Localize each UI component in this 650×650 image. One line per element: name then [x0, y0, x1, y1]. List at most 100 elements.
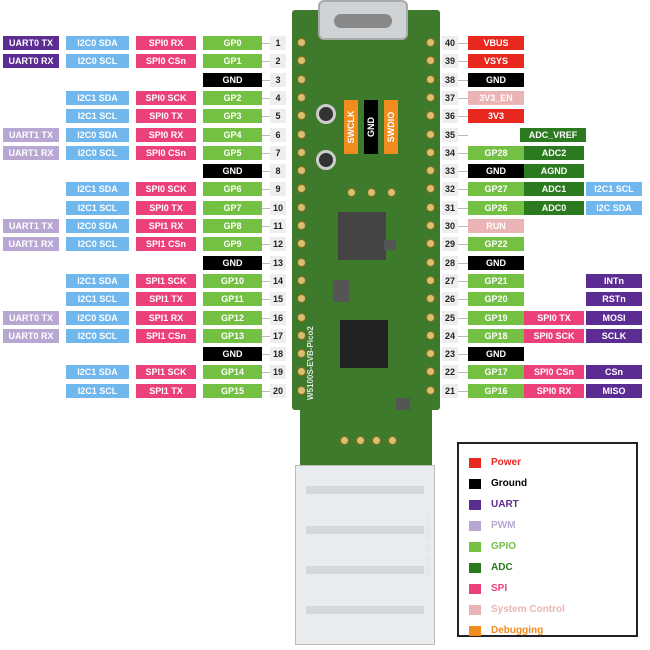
pin-label-gpio: GP22 [468, 237, 524, 252]
pin-connector [458, 116, 468, 118]
pin-pad [426, 56, 435, 66]
pin-number: 11 [270, 219, 286, 233]
pin-number: 2 [270, 54, 286, 69]
pin-pad [426, 38, 435, 47]
legend-label: ADC [491, 562, 513, 573]
pin-number: 28 [442, 255, 458, 270]
pin-label-ground: GND [203, 255, 262, 270]
pin-label-gpio: GP20 [468, 292, 524, 307]
pin-label-i2c: I2C1 SDA [66, 273, 129, 288]
pin-label-power: VBUS [468, 36, 524, 50]
header-pad [340, 436, 349, 445]
pin-label-system: RUN [468, 219, 524, 233]
header-pad [388, 436, 397, 445]
debug-pad [347, 188, 356, 197]
pin-label-spi: SPI0 CSn [524, 365, 584, 380]
pin-label-pwm: UART0 TX [3, 310, 59, 325]
pin-label-uart: RSTn [586, 292, 642, 307]
pin-connector [262, 189, 270, 191]
legend-swatch [469, 458, 481, 468]
pin-pad [297, 184, 306, 194]
pin-number: 29 [442, 237, 458, 252]
pin-label-uart: SCLK [586, 328, 642, 343]
pin-pad [426, 111, 435, 121]
pin-connector [262, 152, 270, 154]
pin-label-ground: GND [468, 164, 524, 179]
pin-label-i2c: I2C0 SDA [66, 219, 129, 233]
pin-number: 14 [270, 273, 286, 288]
pin-label-spi: SPI1 TX [136, 383, 196, 398]
pin-number: 15 [270, 292, 286, 307]
pin-label-spi: SPI0 SCK [136, 90, 196, 105]
pin-connector [458, 134, 468, 136]
pin-pad [426, 184, 435, 194]
pin-label-power: VSYS [468, 54, 524, 69]
pin-label-gpio: GP18 [468, 328, 524, 343]
pin-label-ground: GND [203, 347, 262, 362]
pin-pad [297, 349, 306, 359]
legend-label: GPIO [491, 541, 517, 552]
pin-number: 39 [442, 54, 458, 69]
pin-connector [458, 97, 468, 99]
pin-label-gpio: GP9 [203, 237, 262, 252]
pin-connector [458, 152, 468, 154]
pin-label-i2c: I2C0 SDA [66, 310, 129, 325]
pin-connector [262, 61, 270, 63]
pin-number: 16 [270, 310, 286, 325]
pin-number: 38 [442, 72, 458, 87]
pin-label-adc: ADC_VREF [520, 127, 586, 142]
pin-pad [426, 330, 435, 340]
small-component [396, 398, 410, 412]
pin-pad [426, 294, 435, 304]
legend-swatch [469, 605, 481, 615]
pin-label-adc: AGND [524, 164, 584, 179]
pin-pad [426, 349, 435, 359]
pin-pad [426, 147, 435, 157]
pin-pad [297, 385, 306, 395]
pin-connector [262, 207, 270, 209]
pin-label-gpio: GP14 [203, 365, 262, 380]
pin-number: 36 [442, 109, 458, 124]
legend-swatch [469, 584, 481, 594]
pin-connector [458, 171, 468, 173]
pin-connector [458, 43, 468, 44]
pin-connector [458, 280, 468, 282]
pin-number: 12 [270, 237, 286, 252]
run-button [316, 150, 336, 170]
pin-number: 30 [442, 219, 458, 233]
legend-label: System Control [491, 604, 565, 615]
pin-pad [297, 166, 306, 176]
pin-label-pwm: UART1 RX [3, 145, 59, 160]
pin-label-gpio: GP11 [203, 292, 262, 307]
pin-connector [458, 61, 468, 63]
pin-number: 19 [270, 365, 286, 380]
pin-pad [297, 147, 306, 157]
pin-label-spi: SPI0 RX [136, 127, 196, 142]
flash-chip [333, 280, 349, 302]
pin-label-gpio: GP10 [203, 273, 262, 288]
pin-number: 17 [270, 328, 286, 343]
pin-pad [426, 385, 435, 395]
pin-label-spi: SPI1 CSn [136, 237, 196, 252]
pin-number: 4 [270, 90, 286, 105]
pin-label-power: 3V3 [468, 109, 524, 124]
pin-pad [297, 202, 306, 212]
pin-pad [297, 330, 306, 340]
pin-label-gpio: GP19 [468, 310, 524, 325]
debug-label: SWDIO [384, 100, 398, 154]
pin-pad [426, 257, 435, 267]
pin-connector [262, 354, 270, 356]
pin-label-i2c: I2C0 SCL [66, 145, 129, 160]
pin-connector [262, 372, 270, 374]
pin-label-uart: MISO [586, 383, 642, 398]
pin-label-ground: GND [203, 164, 262, 179]
pin-connector [458, 189, 468, 191]
legend-label: Ground [491, 478, 528, 489]
header-pad [356, 436, 365, 445]
pin-label-gpio: GP26 [468, 200, 524, 215]
pin-pad [426, 367, 435, 377]
pin-label-i2c: I2C1 SDA [66, 182, 129, 197]
pin-pad [297, 129, 306, 139]
pin-label-spi: SPI1 RX [136, 310, 196, 325]
